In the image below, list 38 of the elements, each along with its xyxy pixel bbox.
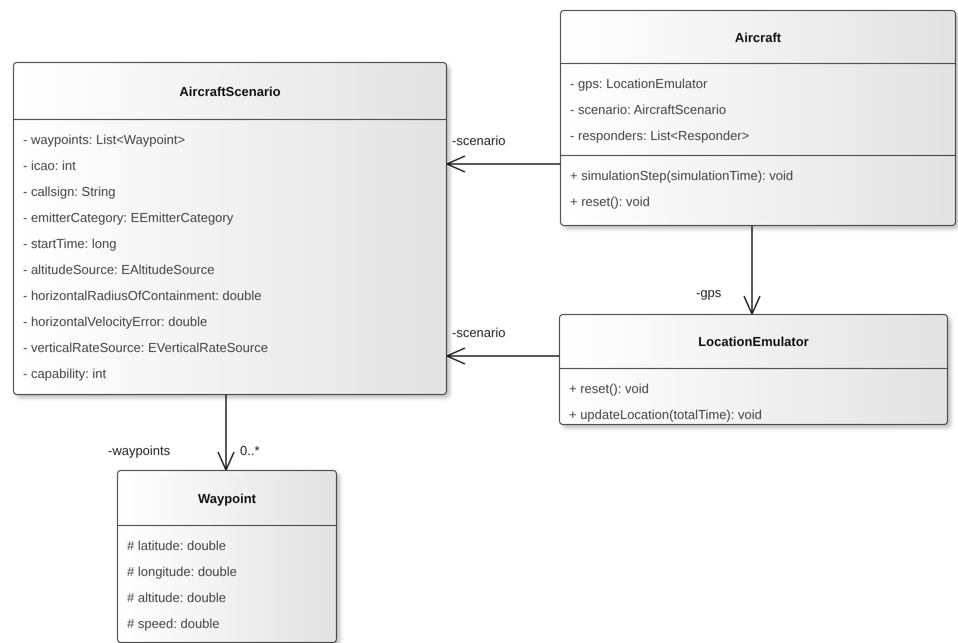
association-arrow — [743, 226, 761, 315]
attribute-text: + updateLocation(totalTime): void — [569, 406, 762, 424]
role-label: -waypoints — [108, 443, 170, 458]
role-label: -gps — [696, 285, 722, 300]
attribute-text: + reset(): void — [569, 380, 649, 398]
class-box — [560, 10, 956, 226]
attribute-text: - emitterCategory: EEmitterCategory — [23, 209, 234, 227]
attribute-text: # speed: double — [127, 615, 220, 633]
attribute-text: - waypoints: List<Waypoint> — [23, 131, 186, 149]
attribute-text: - horizontalRadiusOfContainment: double — [23, 287, 262, 305]
attribute-text: - gps: LocationEmulator — [570, 75, 708, 93]
class-name: AircraftScenario — [179, 84, 281, 98]
attribute-text: - verticalRateSource: EVerticalRateSource — [23, 339, 268, 357]
association-arrow — [446, 347, 559, 365]
class-name: LocationEmulator — [698, 334, 809, 349]
class-box — [13, 62, 447, 395]
operation-text: + reset(): void — [570, 193, 650, 211]
attribute-text: # longitude: double — [127, 563, 237, 581]
class-box — [117, 470, 337, 643]
class-box — [559, 314, 948, 425]
attribute-text: - responders: List<Responder> — [570, 127, 750, 145]
attribute-text: - scenario: AircraftScenario — [570, 101, 726, 119]
class-name: Aircraft — [734, 30, 782, 44]
attribute-text: - capability: int — [23, 365, 106, 383]
attribute-text: - horizontalVelocityError: double — [23, 313, 208, 331]
role-label: -scenario — [452, 325, 506, 340]
multiplicity-label: 0..* — [240, 443, 260, 458]
attribute-text: # latitude: double — [127, 537, 226, 555]
association-arrow — [446, 155, 560, 173]
attribute-text: - callsign: String — [23, 183, 116, 201]
attribute-text: - startTime: long — [23, 235, 116, 253]
role-label: -scenario — [452, 133, 506, 148]
attribute-text: - icao: int — [23, 157, 76, 175]
class-name: Waypoint — [198, 490, 256, 506]
operation-text: + simulationStep(simulationTime): void — [570, 167, 794, 185]
attribute-text: - altitudeSource: EAltitudeSource — [23, 261, 214, 279]
attribute-text: # altitude: double — [127, 589, 226, 607]
association-arrow — [217, 395, 235, 471]
